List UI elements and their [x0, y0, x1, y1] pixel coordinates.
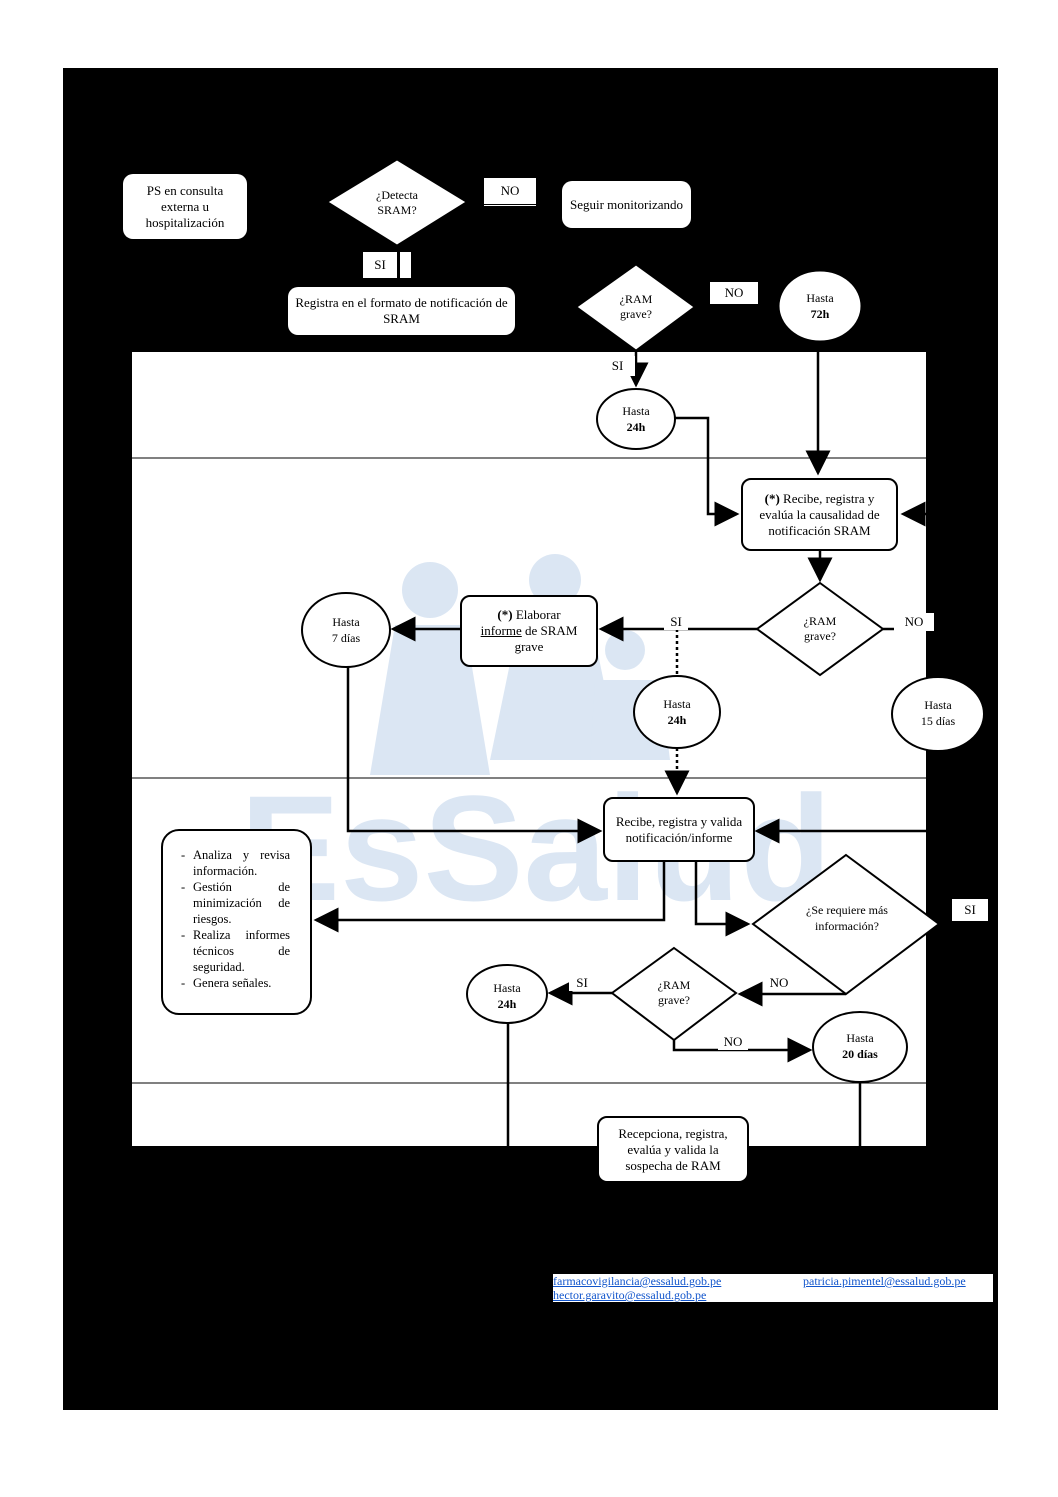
ram-grave-text-3: ¿RAM grave?: [657, 978, 691, 1007]
analiza-item: Genera señales.: [179, 975, 290, 991]
hasta-7-dias-circle: [301, 592, 391, 668]
email-link-2[interactable]: patricia.pimentel@essalud.gob.pe: [803, 1274, 966, 1288]
no-label-4: NO: [764, 975, 794, 991]
hasta-24h-label-2: Hasta: [663, 697, 691, 711]
si-label-2: SI: [600, 356, 635, 376]
ps-text: PS en consulta externa u hospitalización: [145, 182, 225, 230]
hasta-20-label: Hasta: [846, 1031, 874, 1045]
si-label-1: SI: [363, 252, 397, 278]
no-label-5: NO: [718, 1034, 748, 1050]
hasta-24h-label-1: Hasta: [622, 404, 650, 418]
no-label-3: NO: [894, 613, 934, 631]
recibe-label: Recibe, registra y evalúa la causalidad …: [759, 490, 880, 538]
hasta-24h-text-2: Hasta 24h: [642, 696, 712, 728]
arrow-recibevalida-requiere: [694, 862, 751, 937]
arrow-24h-recibe: [675, 416, 740, 527]
elaborar-star: (*): [497, 607, 513, 622]
arrow-recibevalida-analiza: [313, 862, 666, 933]
recibe-text: (*) Recibe, registra y evalúa la causali…: [747, 491, 892, 539]
email-link-3[interactable]: hector.garavito@essalud.gob.pe: [553, 1288, 707, 1302]
recibe-valida-text: Recibe, registra y valida notificación/i…: [615, 813, 743, 845]
email-links: farmacovigilancia@essalud.gob.pe patrici…: [553, 1274, 993, 1302]
hasta-15-dias-text: Hasta 15 días: [898, 697, 978, 729]
ram-grave-diamond-2: [755, 581, 885, 677]
email-link-1[interactable]: farmacovigilancia@essalud.gob.pe: [553, 1274, 722, 1288]
analiza-item: Analiza y revisa información.: [179, 847, 290, 879]
recibe-box: (*) Recibe, registra y evalúa la causali…: [741, 478, 898, 551]
no-label-2: NO: [710, 282, 758, 304]
analiza-list: Analiza y revisa información. Gestión de…: [179, 847, 290, 991]
hasta-24h-text-1: Hasta 24h: [601, 403, 671, 435]
hasta-7-value: 7 días: [331, 631, 361, 645]
analiza-box: Analiza y revisa información. Gestión de…: [161, 829, 312, 1015]
hasta-72h-text: Hasta 72h: [785, 290, 855, 322]
elaborar-label-2: informe: [480, 623, 522, 638]
hasta-24h-label-3: Hasta: [493, 981, 521, 995]
hasta-72h-label: Hasta: [806, 291, 834, 305]
registra-text: Registra en el formato de notificación d…: [295, 295, 508, 326]
hasta-24h-value-1: 24h: [626, 420, 646, 434]
arrow-no-20dias: [672, 1037, 813, 1063]
analiza-item: Realiza informes técnicos de seguridad.: [179, 927, 290, 975]
si-label-4: SI: [952, 899, 988, 921]
hasta-15-value: 15 días: [920, 714, 956, 728]
seguir-text: Seguir monitorizando: [569, 196, 683, 212]
hasta-72h-circle: [778, 270, 862, 342]
recepciona-box: Recepciona, registra, evalúa y valida la…: [597, 1116, 749, 1183]
hasta-24h-text-3: Hasta 24h: [472, 980, 542, 1012]
hasta-20-value: 20 días: [842, 1047, 878, 1061]
hasta-24h-value-2: 24h: [667, 713, 687, 727]
hasta-15-label: Hasta: [924, 698, 952, 712]
registra-box: Registra en el formato de notificación d…: [288, 287, 515, 335]
ram-grave-text-1: ¿RAM grave?: [619, 292, 653, 321]
no-label-1: NO: [484, 178, 536, 207]
hasta-24h-value-3: 24h: [497, 997, 517, 1011]
hasta-20-dias-text: Hasta 20 días: [820, 1030, 900, 1062]
si-label-3: SI: [664, 614, 688, 630]
recibe-star: (*): [764, 490, 780, 506]
ram-grave-text-2: ¿RAM grave?: [803, 614, 837, 643]
lane-dividers: [132, 457, 926, 1084]
ps-box: PS en consulta externa u hospitalización: [123, 174, 247, 239]
recepciona-text: Recepciona, registra, evalúa y valida la…: [618, 1125, 728, 1173]
detecta-diamond: [327, 159, 467, 246]
hasta-72h-value: 72h: [810, 307, 830, 321]
hasta-7-dias-text: Hasta 7 días: [306, 614, 386, 646]
elaborar-label-3: de SRAM grave: [514, 623, 578, 654]
si-label-1-pad: [400, 252, 411, 278]
detecta-text: ¿Detecta SRAM?: [376, 188, 418, 217]
elaborar-label-1: Elaborar: [515, 607, 561, 622]
seguir-box: Seguir monitorizando: [562, 181, 691, 228]
arrow-7dias-recibevalida: [346, 667, 603, 844]
recibe-valida-box: Recibe, registra y valida notificación/i…: [603, 797, 755, 862]
hasta-7-label: Hasta: [332, 615, 360, 629]
hasta-15-dias-circle: [891, 676, 985, 752]
requiere-text: ¿Se requiere más información?: [806, 903, 888, 933]
analiza-item: Gestión de minimización de riesgos.: [179, 879, 290, 927]
si-label-5: SI: [569, 975, 595, 991]
